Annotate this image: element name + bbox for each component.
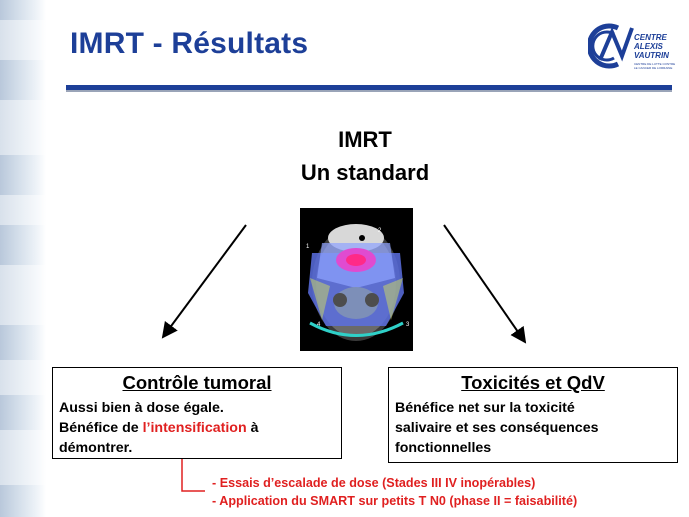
logo-tagline1: CENTRE DE LUTTE CONTRE (634, 62, 675, 66)
tumor-control-line1: Aussi bien à dose égale. (59, 400, 224, 416)
title-rule (66, 85, 672, 90)
logo-line1: CENTRE (634, 33, 668, 42)
toxicity-qol-line2: salivaire et ses conséquences (395, 420, 599, 436)
toxicity-qol-title: Toxicités et QdV (461, 372, 605, 393)
arrow-left (161, 224, 247, 339)
tumor-control-line3: démontrer. (59, 440, 133, 456)
line2-start: Bénéfice de (59, 420, 143, 436)
arrow-right (443, 224, 527, 344)
note-smart-application: - Application du SMART sur petits T N0 (… (212, 494, 578, 508)
imrt-dose-scan-image: 1 2 3 4 (300, 208, 413, 351)
tumor-control-line2: Bénéfice de l’intensification à (53, 418, 341, 438)
red-connector (181, 448, 205, 492)
heading-line2: Un standard (300, 160, 430, 185)
toxicity-qol-box: Toxicités et QdV Bénéfice net sur la tox… (388, 367, 678, 463)
intensification-highlight: l’intensification (142, 420, 247, 436)
toxicity-qol-line1: Bénéfice net sur la toxicité (395, 400, 575, 416)
logo-tagline2: LE CANCER DE LORRAINE (634, 66, 672, 70)
scan-marker-2: 2 (378, 228, 382, 234)
scan-marker-1: 1 (306, 244, 310, 250)
centre-alexis-vautrin-logo: CENTRE ALEXIS VAUTRIN CENTRE DE LUTTE CO… (588, 20, 678, 76)
scan-marker-3: 3 (406, 322, 410, 328)
tumor-control-title: Contrôle tumoral (122, 372, 272, 393)
scan-marker-4: 4 (317, 322, 321, 328)
decorative-side-strip (0, 0, 46, 517)
line2-end: à (246, 420, 259, 436)
slide-title: IMRT - Résultats (70, 27, 309, 60)
logo-line3: VAUTRIN (634, 51, 669, 60)
tumor-control-box: Contrôle tumoral Aussi bien à dose égale… (52, 367, 342, 459)
toxicity-qol-line3: fonctionnelles (395, 440, 492, 456)
note-dose-escalation: - Essais d’escalade de dose (Stades III … (212, 476, 536, 490)
logo-line2: ALEXIS (633, 42, 664, 51)
heading-line1: IMRT (338, 127, 392, 152)
